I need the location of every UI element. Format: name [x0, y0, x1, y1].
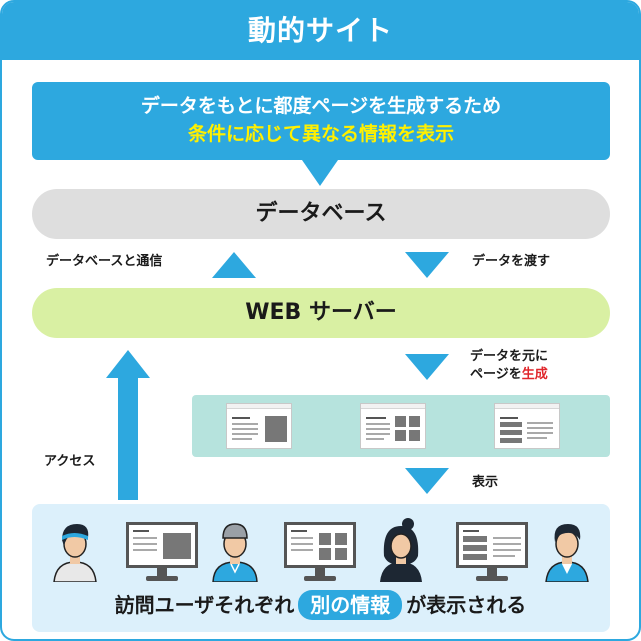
label-access: アクセス — [44, 454, 96, 469]
user-avatar-icon — [212, 523, 258, 582]
monitor-icon — [126, 522, 198, 582]
footer-message: 訪問ユーザそれぞれ別の情報が表示される — [2, 590, 639, 620]
monitor-icon — [456, 522, 528, 582]
arrow-up-icon — [212, 252, 256, 278]
access-arrow-icon — [106, 350, 150, 378]
callout-pointer — [302, 160, 338, 186]
access-arrow-shaft — [118, 374, 138, 500]
label-generate-highlight: 生成 — [521, 367, 548, 382]
arrow-down-icon — [405, 354, 449, 380]
label-generate-line-1: データを元に — [470, 349, 549, 364]
label-generate-line-2: ページを生成 — [470, 366, 548, 384]
user-avatar-icon — [53, 524, 97, 582]
user-avatar-icon — [380, 518, 422, 582]
label-db-communication: データベースと通信 — [46, 254, 163, 269]
page-window-2 — [360, 403, 426, 449]
user-avatar-icon — [545, 524, 589, 582]
description-callout: データをもとに都度ページを生成するため 条件に応じて異なる情報を表示 — [32, 82, 610, 160]
database-node: データベース — [32, 189, 610, 239]
arrow-down-icon — [405, 252, 449, 278]
footer-suffix: が表示される — [406, 593, 527, 617]
footer-prefix: 訪問ユーザそれぞれ — [114, 593, 295, 617]
label-display: 表示 — [472, 475, 499, 490]
label-generate-prefix: ページを — [470, 367, 522, 382]
callout-line-2: 条件に応じて異なる情報を表示 — [187, 123, 454, 145]
generated-pages-panel — [192, 395, 610, 457]
callout-line-1: データをもとに都度ページを生成するため — [140, 95, 502, 117]
users-panel — [32, 504, 610, 632]
label-generate: データを元に ページを生成 — [470, 348, 548, 384]
monitor-icon — [284, 522, 356, 582]
arrow-down-icon — [405, 468, 449, 494]
label-pass-data: データを渡す — [472, 254, 551, 269]
footer-highlight-badge: 別の情報 — [298, 590, 403, 620]
diagram-title: 動的サイト — [2, 2, 639, 60]
web-server-node: WEB サーバー — [32, 288, 610, 338]
page-window-1 — [226, 403, 292, 449]
page-window-3 — [494, 403, 560, 449]
